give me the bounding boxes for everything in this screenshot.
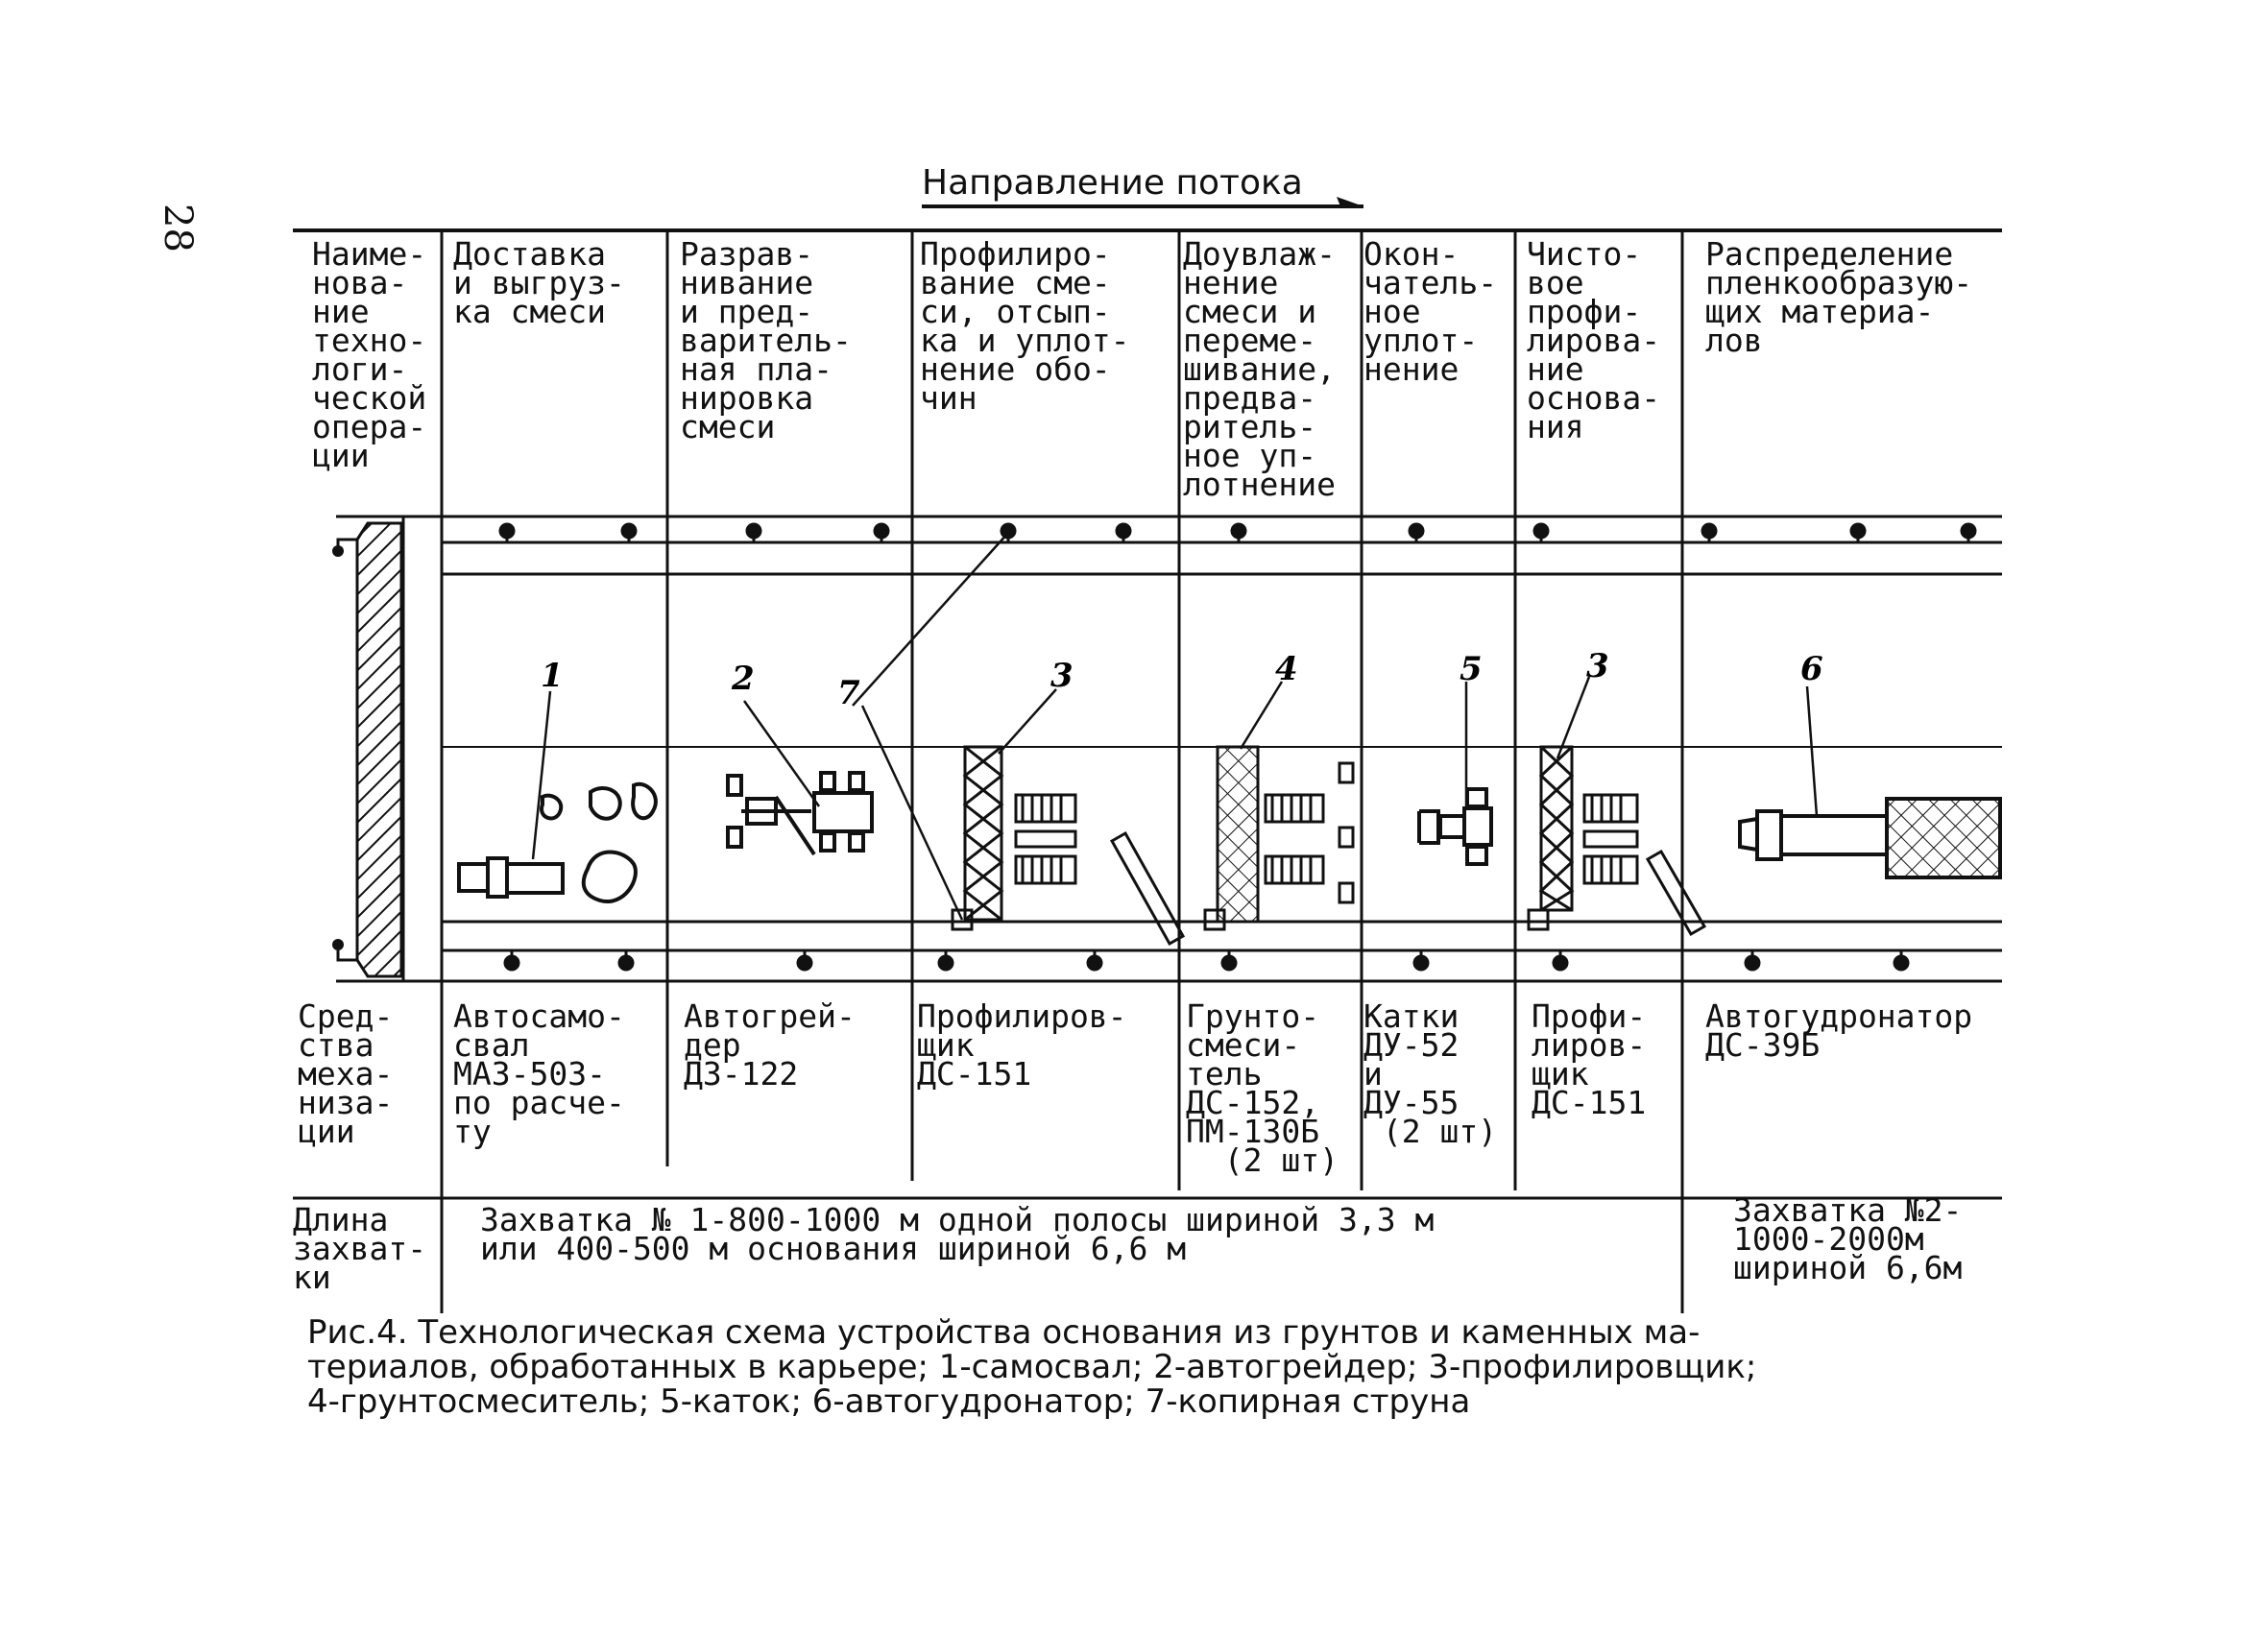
string-pins-top bbox=[498, 522, 1977, 542]
grip-1-length: Захватка № 1-800-1000 м одной полосы шир… bbox=[480, 1201, 1435, 1267]
profiler-icon bbox=[951, 745, 1186, 947]
header-profiling: Профилиро- вание сме- си, отсып- ка и уп… bbox=[920, 235, 1130, 417]
table-grid bbox=[293, 228, 2002, 1313]
header-final-profiling: Чисто- вое профи- лирова- ние основа- ни… bbox=[1527, 235, 1661, 445]
equipment-distributor: Автогудронатор ДС-39Б bbox=[1705, 997, 1973, 1064]
equipment-profiler: Профилиров- щик ДС-151 bbox=[917, 997, 1127, 1093]
label-3b: 3 bbox=[1586, 647, 1609, 685]
string-pins-bottom bbox=[503, 950, 1910, 972]
profiler-2-icon bbox=[1527, 745, 1707, 937]
flow-direction-title: Направление потока bbox=[922, 163, 1303, 203]
grip-2-length: Захватка №2- 1000-2000м шириной 6,6м bbox=[1733, 1191, 1963, 1286]
header-leveling: Разрав- нивание и пред- варитель- ная пл… bbox=[680, 235, 852, 445]
road-end-barrier bbox=[332, 521, 403, 978]
label-7: 7 bbox=[837, 674, 860, 712]
caption-line-3: 4-грунтосмеситель; 5-каток; 6-автогудрон… bbox=[307, 1382, 1471, 1421]
label-5: 5 bbox=[1460, 650, 1483, 688]
header-operation-name: Наиме- нова- ние техно- логи- ческой опе… bbox=[312, 235, 427, 474]
label-1: 1 bbox=[541, 657, 564, 695]
label-4: 4 bbox=[1275, 650, 1298, 688]
header-delivery: Доставка и выгруз- ка смеси bbox=[453, 235, 625, 330]
label-2: 2 bbox=[731, 660, 755, 698]
dump-truck-icon bbox=[457, 781, 658, 904]
label-leaders bbox=[531, 532, 1819, 921]
caption-line-1: Рис.4. Технологическая схема устройства … bbox=[307, 1313, 1701, 1352]
equipment-profiler-2: Профи- лиров- щик ДС-151 bbox=[1532, 997, 1647, 1121]
equipment-rollers: Катки ДУ-52 и ДУ-55 (2 шт) bbox=[1363, 997, 1498, 1150]
header-moistening: Доувлаж- нение смеси и переме- шивание, … bbox=[1183, 235, 1336, 503]
label-6: 6 bbox=[1800, 650, 1823, 688]
flow-arrow bbox=[922, 197, 1363, 208]
caption-line-2: териалов, обработанных в карьере; 1-само… bbox=[307, 1348, 1757, 1386]
motor-grader-icon bbox=[726, 771, 874, 856]
diagram-labels: 1 2 7 3 4 5 3 6 bbox=[541, 647, 1823, 712]
label-3: 3 bbox=[1050, 657, 1074, 695]
equipment-grader: Автогрей- дер ДЗ-122 bbox=[684, 997, 856, 1093]
header-final-compaction: Окон- чатель- ное уплот- нение bbox=[1363, 235, 1498, 388]
equipment-dump-truck: Автосамо- свал МАЗ-503- по расче- ту bbox=[453, 997, 625, 1150]
soil-mixer-icon bbox=[1203, 745, 1355, 931]
equipment-label: Сред- ства меха- низа- ции bbox=[298, 997, 394, 1150]
roller-icon bbox=[1417, 787, 1493, 866]
asphalt-distributor-icon bbox=[1738, 797, 2002, 879]
figure-caption: Рис.4. Технологическая схема устройства … bbox=[307, 1315, 2036, 1419]
equipment-soil-mixer: Грунто- смеси- тель ДС-152, ПМ-130Б (2 ш… bbox=[1186, 997, 1339, 1179]
length-label: Длина захват- ки bbox=[293, 1201, 427, 1296]
header-distribution: Распределение пленкообразую- щих материа… bbox=[1705, 235, 1973, 359]
